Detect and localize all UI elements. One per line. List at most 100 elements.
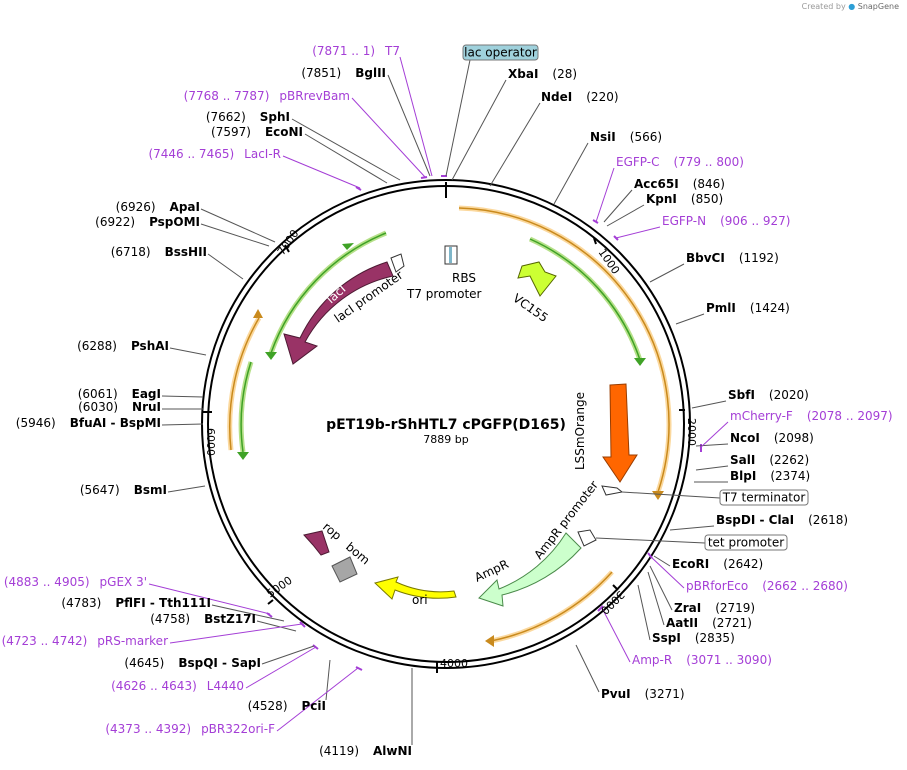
- enzyme-label: PvuI(3271): [601, 687, 685, 701]
- feature-rop: [303, 530, 330, 556]
- position-tick-label: 5000: [264, 574, 294, 601]
- enzyme-leader-line: [256, 620, 297, 632]
- enzyme-label: AatII(2721): [666, 616, 752, 630]
- enzyme-leader-line: [669, 525, 715, 531]
- enzyme-label: (5946)BfuAI - BspMI: [16, 416, 161, 430]
- enzyme-label: NdeI(220): [541, 90, 619, 104]
- feature-label-t7-promoter: T7 promoter: [406, 287, 482, 301]
- enzyme-leader-line: [649, 263, 685, 283]
- enzyme-leader-line: [325, 659, 331, 701]
- position-tick: [267, 599, 274, 605]
- feature-ori: [373, 576, 457, 600]
- enzyme-leader-line: [200, 223, 270, 247]
- position-tick: [284, 244, 290, 253]
- arc-arrowhead: [253, 309, 263, 318]
- position-tick-label: 6000: [204, 428, 217, 456]
- enzyme-leader-line: [603, 189, 633, 223]
- arc-arrowhead: [237, 452, 249, 460]
- enzyme-label: BbvCI(1192): [686, 251, 779, 265]
- feature-box: [462, 44, 539, 61]
- enzyme-label: BlpI(2374): [730, 469, 810, 483]
- enzyme-label: (7662)SphI: [206, 110, 290, 124]
- primer-leader-line: [169, 623, 303, 644]
- enzyme-label: XbaI(28): [508, 67, 577, 81]
- enzyme-leader-line: [606, 204, 645, 227]
- enzyme-label: ZraI(2719): [674, 601, 755, 615]
- feature-box-leader: [621, 491, 721, 499]
- feature-box-label: lac operator: [464, 46, 537, 60]
- primer-label: EGFP-C(779 .. 800): [616, 155, 744, 169]
- enzyme-label: (7851)BglII: [301, 66, 386, 80]
- feature-laci: [283, 261, 394, 365]
- enzyme-leader-line: [291, 118, 401, 181]
- feature-bom: [331, 556, 358, 583]
- arc-arrowhead: [485, 635, 494, 647]
- enzyme-label: SspI(2835): [652, 631, 735, 645]
- enzyme-leader-line: [451, 79, 507, 181]
- position-tick: [593, 237, 597, 245]
- enzyme-leader-line: [575, 644, 600, 693]
- enzyme-label: (6922)PspOMI: [95, 215, 200, 229]
- position-tick-label: 7000: [275, 227, 302, 257]
- feature-vc155: [517, 261, 557, 297]
- primer-mark: [592, 219, 599, 224]
- enzyme-label: NsiI(566): [590, 130, 662, 144]
- primer-label: (4883 .. 4905)pGEX 3': [4, 575, 147, 589]
- orf-arc-left-inner: [238, 361, 254, 453]
- enzyme-label: SbfI(2020): [728, 388, 809, 402]
- enzyme-label: (5647)BsmI: [80, 483, 167, 497]
- created-by-credit: Created by ● SnapGene: [801, 2, 899, 11]
- orf-arc-right-outer-line: [458, 207, 670, 493]
- feature-box-leader: [445, 59, 471, 177]
- label-leaders: [148, 56, 729, 745]
- primer-mark: [355, 666, 363, 671]
- feature-box-label: T7 terminator: [722, 491, 806, 505]
- enzyme-label: (6926)ApaI: [116, 200, 200, 214]
- enzyme-leader-line: [675, 313, 705, 325]
- primer-leader-line: [615, 226, 661, 239]
- enzyme-leader-line: [200, 208, 276, 243]
- feature-label-vc155: VC155: [510, 291, 550, 325]
- feature-box-label: tet promoter: [708, 536, 784, 550]
- orf-arc-right-inner-line: [529, 238, 641, 361]
- primer-leader-line: [699, 421, 729, 449]
- enzyme-label: (6288)PshAI: [77, 339, 169, 353]
- feature-box: [719, 489, 809, 506]
- primer-leader-line: [649, 555, 685, 589]
- primer-leader-line: [148, 583, 271, 615]
- enzyme-label: (4758)BstZ17I: [150, 612, 256, 626]
- feature-ampr-promoter: [577, 529, 597, 547]
- arc-arrowhead: [265, 352, 277, 360]
- enzyme-leader-line: [207, 253, 244, 280]
- arc-arrowhead: [652, 491, 664, 500]
- primer-mark: [420, 176, 428, 179]
- enzyme-leader-line: [261, 645, 315, 665]
- enzyme-label: PmlI(1424): [706, 301, 790, 315]
- primer-leader-line: [245, 646, 317, 689]
- enzyme-leader-line: [489, 102, 541, 187]
- enzyme-label: (6061)EagI: [78, 387, 161, 401]
- feature-label-ori: ori: [412, 593, 428, 607]
- enzyme-leader-line: [161, 423, 204, 426]
- enzyme-leader-line: [167, 485, 206, 493]
- primer-label: mCherry-F(2078 .. 2097): [730, 409, 893, 423]
- feature-lssmorange: [602, 383, 638, 483]
- arc-arrowhead: [634, 358, 646, 366]
- position-ticks: [202, 237, 685, 673]
- enzyme-leader-line: [553, 142, 589, 205]
- primer-mark: [355, 186, 362, 191]
- enzyme-label: (4645)BspQI - SapI: [124, 656, 261, 670]
- orf-arc-left-top-line: [270, 232, 387, 354]
- enzyme-label: SalI(2262): [730, 453, 809, 467]
- primer-label: (4723 .. 4742)pRS-marker: [2, 634, 168, 648]
- enzyme-leader-line: [169, 347, 207, 356]
- position-tick-label: 2000: [685, 418, 698, 446]
- enzyme-leader-line: [691, 400, 727, 409]
- primer-label: EGFP-N(906 .. 927): [662, 214, 791, 228]
- feature-box-leader: [595, 537, 706, 544]
- primer-mark: [299, 621, 306, 628]
- primer-leader-line: [351, 97, 426, 178]
- enzyme-label: (7597)EcoNI: [211, 125, 303, 139]
- enzyme-label: (4119)AlwNI: [319, 744, 412, 758]
- primer-label: Amp-R(3071 .. 3090): [632, 653, 772, 667]
